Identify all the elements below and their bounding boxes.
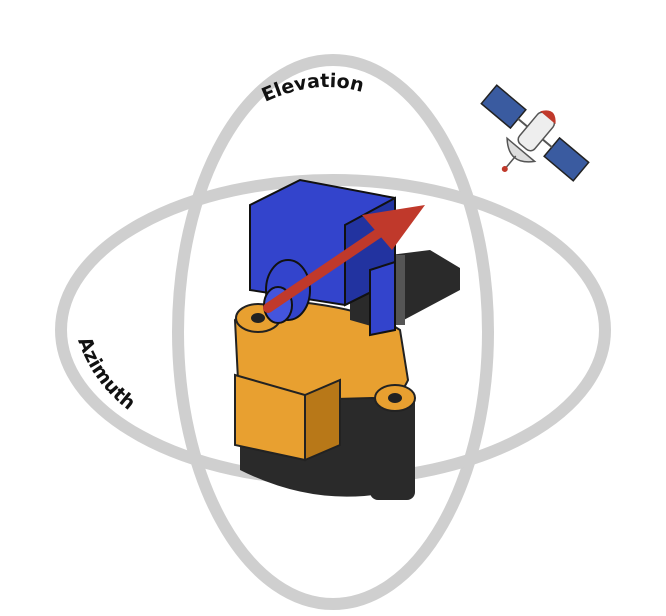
- elevation-ring: [172, 54, 494, 610]
- pointing-arrow-icon: [263, 205, 425, 313]
- azimuth-label: Azimuth: [73, 334, 139, 414]
- stepper-motor: [233, 300, 416, 500]
- azimuth-label-text: Azimuth: [73, 334, 139, 414]
- satellite-icon: [480, 84, 590, 182]
